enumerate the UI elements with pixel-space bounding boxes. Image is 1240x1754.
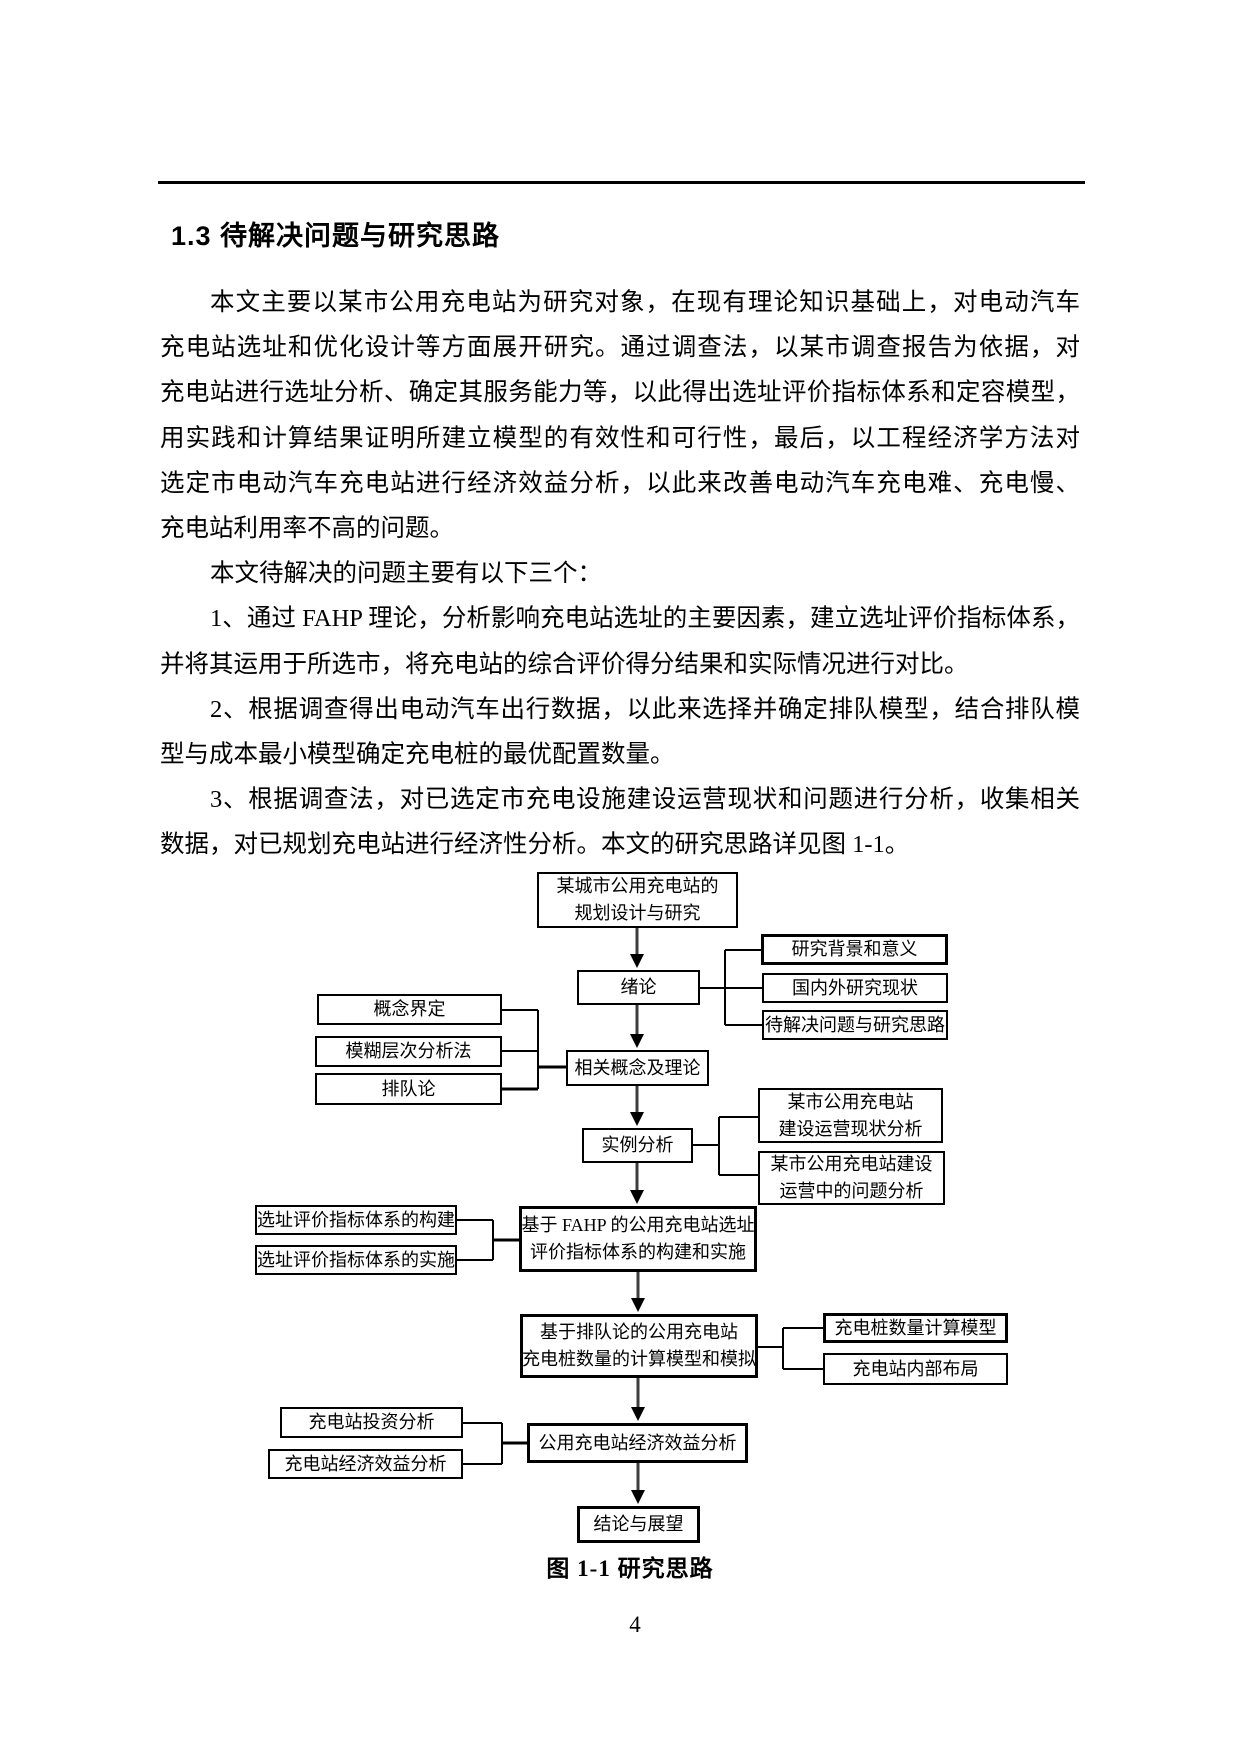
body-line: 本文主要以某市公用充电站为研究对象，在现有理论知识基础上，对电动汽车 [210, 289, 1080, 316]
flow-node-label: 某市公用充电站 [787, 1091, 914, 1112]
flow-node-fuzzy: 模糊层次分析法 [315, 1036, 502, 1067]
flow-node-label: 充电站经济效益分析 [284, 1453, 447, 1474]
flow-node-invest: 充电站投资分析 [280, 1407, 463, 1438]
flow-node-label: 充电桩数量的计算模型和模拟 [522, 1349, 756, 1369]
flow-node-econ: 充电站经济效益分析 [268, 1449, 463, 1479]
body-line: 3、根据调查法，对已选定市充电设施建设运营现状和问题进行分析，收集相关 [210, 786, 1080, 814]
flow-node-fahp: 基于 FAHP 的公用充电站选址评价指标体系的构建和实施 [519, 1206, 757, 1272]
flow-node-problems: 待解决问题与研究思路 [762, 1010, 948, 1040]
flow-arrowhead-icon [631, 1298, 645, 1312]
flow-node-label: 绪论 [620, 977, 657, 997]
flow-node-concl: 结论与展望 [577, 1506, 700, 1543]
flow-node-sel2: 选址评价指标体系的实施 [255, 1245, 457, 1275]
flow-node-prob2: 某市公用充电站建设运营中的问题分析 [758, 1151, 945, 1205]
flow-node-label: 评价指标体系的构建和实施 [530, 1242, 746, 1262]
body-line: 2、根据调查得出电动汽车出行数据，以此来选择并确定排队模型，结合排队模 [210, 695, 1080, 723]
flow-node-label: 选址评价指标体系的实施 [257, 1249, 455, 1270]
flow-node-calc: 充电桩数量计算模型 [823, 1313, 1008, 1343]
body-line: 用实践和计算结果证明所建立模型的有效性和可行性，最后，以工程经济学方法对 [160, 424, 1080, 452]
flow-node-label: 建设运营现状分析 [778, 1118, 923, 1139]
body-text: 本文主要以某市公用充电站为研究对象，在现有理论知识基础上，对电动汽车充电站选址和… [160, 280, 1080, 867]
flow-node-label: 选址评价指标体系的构建 [257, 1209, 455, 1230]
flow-node-label: 基于排队论的公用充电站 [540, 1322, 738, 1342]
flow-node-root: 某城市公用充电站的规划设计与研究 [537, 872, 738, 928]
flow-node-sel1: 选址评价指标体系的构建 [255, 1205, 457, 1235]
flow-arrowhead-icon [631, 1490, 645, 1504]
body-line: 数据，对已规划充电站进行经济性分析。本文的研究思路详见图 1-1。 [160, 831, 910, 859]
flow-node-case: 实例分析 [582, 1128, 693, 1163]
flow-node-queue: 排队论 [315, 1073, 502, 1105]
flow-arrowhead-icon [630, 1190, 644, 1204]
flow-node-label: 充电站投资分析 [308, 1412, 435, 1432]
body-line: 充电站选址和优化设计等方面展开研究。通过调查法，以某市调查报告为依据，对 [160, 334, 1080, 362]
flow-node-paidui: 基于排队论的公用充电站充电桩数量的计算模型和模拟 [520, 1314, 758, 1378]
flow-node-label: 排队论 [381, 1078, 436, 1099]
flow-arrowhead-icon [630, 1112, 644, 1126]
flow-node-status: 国内外研究现状 [762, 973, 948, 1003]
flow-node-label: 基于 FAHP 的公用充电站选址 [521, 1215, 755, 1235]
body-line: 充电站利用率不高的问题。 [160, 514, 454, 542]
flow-node-label: 某市公用充电站建设 [770, 1154, 933, 1174]
flow-node-layout: 充电站内部布局 [823, 1353, 1008, 1385]
section-heading: 1.3 待解决问题与研究思路 [171, 221, 501, 251]
body-line: 充电站进行选址分析、确定其服务能力等，以此得出选址评价指标体系和定容模型， [160, 379, 1080, 407]
flow-node-label: 规划设计与研究 [574, 903, 701, 923]
flow-node-xulun: 绪论 [577, 970, 700, 1005]
body-line: 并将其运用于所选市，将充电站的综合评价得分结果和实际情况进行对比。 [160, 650, 969, 678]
page-number: 4 [629, 1612, 641, 1637]
flow-node-label: 某城市公用充电站的 [556, 876, 719, 896]
flow-arrowhead-icon [630, 954, 644, 968]
figure-caption: 图 1-1 研究思路 [546, 1556, 714, 1581]
flow-arrowhead-icon [630, 1034, 644, 1048]
flow-node-concept: 概念界定 [317, 994, 502, 1025]
flow-node-cur: 某市公用充电站建设运营现状分析 [758, 1088, 943, 1143]
flow-node-bg: 研究背景和意义 [761, 934, 948, 965]
flow-node-label: 待解决问题与研究思路 [765, 1014, 945, 1035]
flow-node-label: 充电桩数量计算模型 [834, 1317, 997, 1338]
body-line: 1、通过 FAHP 理论，分析影响充电站选址的主要因素，建立选址评价指标体系， [210, 605, 1080, 633]
body-line: 本文待解决的问题主要有以下三个： [210, 560, 602, 588]
header-rule [158, 181, 1085, 184]
flow-node-label: 充电站内部布局 [852, 1358, 979, 1379]
body-line: 型与成本最小模型确定充电桩的最优配置数量。 [160, 740, 675, 768]
flow-node-label: 公用充电站经济效益分析 [538, 1432, 737, 1453]
flow-node-benefit: 公用充电站经济效益分析 [527, 1423, 748, 1463]
flow-node-theory: 相关概念及理论 [566, 1050, 709, 1086]
flow-node-label: 模糊层次分析法 [345, 1041, 472, 1061]
flow-node-label: 运营中的问题分析 [779, 1181, 924, 1201]
flow-node-label: 研究背景和意义 [791, 939, 918, 959]
flow-node-label: 概念界定 [373, 999, 446, 1019]
body-line: 选定市电动汽车充电站进行经济效益分析，以此来改善电动汽车充电难、充电慢、 [160, 469, 1080, 497]
flow-node-label: 相关概念及理论 [574, 1057, 701, 1078]
flow-node-label: 实例分析 [601, 1135, 674, 1155]
flow-node-label: 国内外研究现状 [792, 977, 918, 998]
flow-arrowhead-icon [631, 1407, 645, 1421]
flow-node-label: 结论与展望 [593, 1514, 684, 1534]
